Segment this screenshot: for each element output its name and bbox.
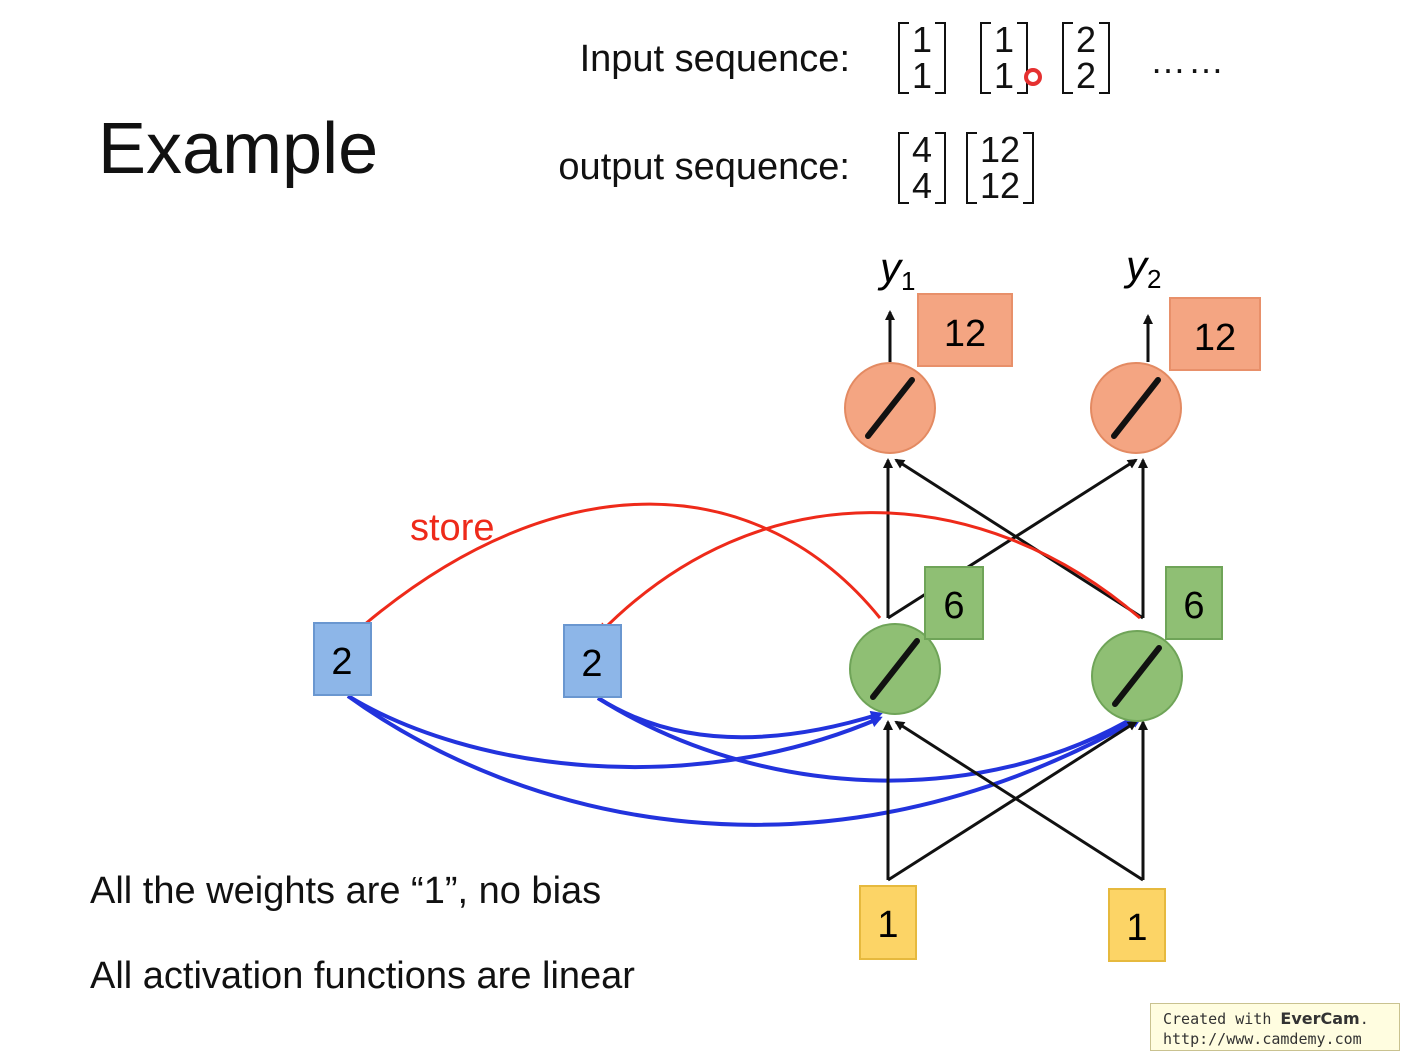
memory-value-2: 2 [581,643,602,685]
memory-cell-2: 2 [563,624,622,698]
input-vector-3-bottom: 2 [1076,55,1097,96]
linear-activation-icon [865,377,915,439]
output-value-box-2: 12 [1169,297,1261,371]
linear-activation-icon [870,638,920,700]
input-vector-2-bottom: 1 [994,55,1015,96]
watermark-url: http://www.camdemy.com [1163,1030,1362,1048]
hidden-value-box-2: 6 [1165,566,1223,640]
linear-activation-icon [1111,377,1161,439]
output-value-1: 12 [944,313,986,355]
slide-title: Example [98,109,379,189]
output-vector-1-top: 4 [912,129,933,170]
input-vector-1-top: 1 [912,19,933,60]
watermark-brand: EverCam [1280,1009,1360,1028]
hidden-neuron-2 [1091,630,1183,722]
hidden2-to-output1-arrow [894,458,1144,620]
memory2-to-hidden1-arrow [596,696,883,740]
memory-cell-1: 2 [313,622,372,696]
output1-label: y1 [877,244,915,296]
watermark-suffix: . [1359,1010,1369,1028]
output2-label: y2 [1123,242,1161,294]
note-weights: All the weights are “1”, no bias [90,870,602,912]
memory-value-1: 2 [331,641,352,683]
memory-to-hidden-arrows [346,694,1143,827]
evercam-watermark: Created with EverCam. http://www.camdemy… [1150,1003,1400,1051]
input-vector-1-bottom: 1 [912,55,933,96]
memory1-to-hidden2-arrow [346,694,1143,827]
output-value-2: 12 [1194,317,1236,359]
output-vector-2-bottom: 12 [980,165,1021,206]
hidden-value-1: 6 [943,585,964,627]
memory1-to-hidden1-arrow [346,694,883,770]
sequence-ellipsis: …… [1150,40,1226,81]
output-neuron-1 [844,362,936,454]
output-vector-1-bottom: 4 [912,165,933,206]
input-value-1: 1 [877,904,898,946]
input-cell-1: 1 [859,885,917,960]
output-neuron-2 [1090,362,1182,454]
hidden-neuron-1 [849,623,941,715]
linear-activation-icon [1112,645,1162,707]
input-to-hidden-arrows [883,720,1148,882]
output-vector-2-top: 12 [980,129,1021,170]
hidden2-store-arrow [597,511,1141,636]
input-value-2: 1 [1126,907,1147,949]
memory2-to-hidden2-arrow [596,696,1143,783]
watermark-prefix: Created with [1163,1010,1281,1028]
hidden-value-2: 6 [1183,585,1204,627]
input1-to-hidden2-arrow [887,720,1138,882]
input-cell-2: 1 [1108,888,1166,962]
input-vector-3-top: 2 [1076,19,1097,60]
store-arrows [363,502,1141,636]
store-label: store [410,507,494,549]
cursor-pointer-icon [1024,68,1042,86]
output-sequence-label: output sequence: [558,146,850,188]
hidden-value-box-1: 6 [924,566,984,640]
hidden1-store-arrow [363,502,882,627]
input2-to-hidden1-arrow [894,720,1144,882]
output-arrows [885,310,1153,362]
output-value-box-1: 12 [917,293,1013,367]
input-sequence-label: Input sequence: [579,38,850,80]
input-vector-2-top: 1 [994,19,1015,60]
note-activation: All activation functions are linear [90,955,635,997]
